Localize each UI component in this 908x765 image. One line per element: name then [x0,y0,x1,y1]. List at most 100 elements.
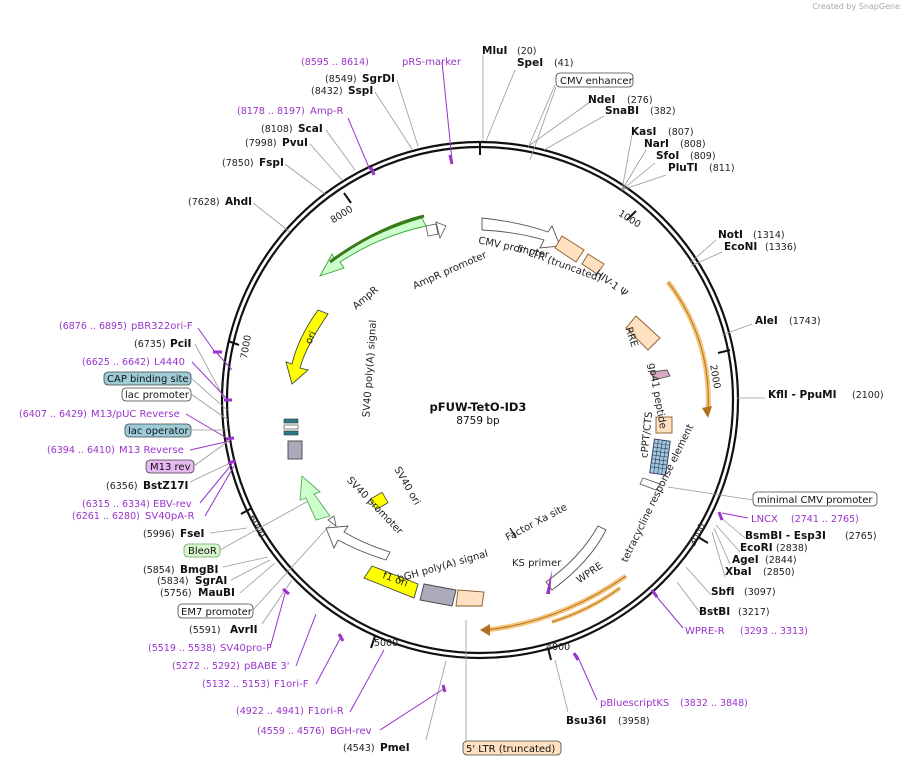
enzyme-sbfi: SbfI [711,586,735,598]
enzyme-pmei: PmeI [380,742,410,754]
enzyme-pmei-pos: (4543) [343,743,375,754]
enzyme-agei: AgeI [732,554,759,566]
box-cmv-enhancer: CMV enhancer [560,76,634,87]
enzyme-bstbi-pos: (3217) [738,607,770,618]
enzyme-ecori-pos: (2838) [776,543,808,554]
rre-box [625,315,661,351]
label-factor-xa: Factor Xa site [504,502,569,544]
enzyme-bsmbi-esp3i-pos: (2765) [845,531,877,542]
enzyme-snabi-pos: (382) [650,106,676,117]
orf-arc-1 [666,280,711,413]
primer-prs-marker: pRS-marker [402,57,462,68]
enzyme-spei: SpeI [517,57,543,69]
ks-primer-mark [546,570,552,594]
enzyme-fspi-pos: (7850) [222,158,254,169]
enzyme-maubi-pos: (5756) [160,588,192,599]
tick-2000: 2000 [707,364,722,390]
ori-arrow [285,309,329,385]
enzyme-nari: NarI [644,138,669,150]
primer-f1ori-f-range: (5132 .. 5153) [202,679,270,690]
primer-ebv-rev-range: (6315 .. 6334) [82,499,150,510]
enzyme-labels: MluI (20) SpeI (41) NdeI (276) SnaBI (38… [106,45,884,754]
enzyme-noti: NotI [718,229,743,241]
enzyme-sgrai-pos: (5834) [157,576,189,587]
ltr-3-box [455,589,485,607]
enzyme-bstbi: BstBI [699,606,730,618]
bleor-arrow [299,475,331,521]
enzyme-alei-pos: (1743) [789,316,821,327]
enzyme-kfli-ppumi-pos: (2100) [852,390,884,401]
primer-m13-reverse-range: (6394 .. 6410) [47,445,115,456]
primer-pbr322ori-f-range: (6876 .. 6895) [59,321,127,332]
enzyme-fsei-pos: (5996) [143,529,175,540]
box-m13-rev: M13 rev [150,462,191,473]
plasmid-length: 8759 bp [456,415,500,427]
enzyme-mlui-pos: (20) [517,46,537,57]
enzyme-pvui: PvuI [282,137,308,149]
ampr-arrow [319,217,427,277]
f1-ori-arrow [363,565,419,599]
enzyme-ecori: EcoRI [740,542,773,554]
enzyme-maubi: MauBI [198,587,235,599]
enzyme-mlui: MluI [482,45,507,57]
primer-f1ori-r: F1ori-R [308,706,344,717]
enzyme-sbfi-pos: (3097) [744,587,776,598]
box-cap-binding-site: CAP binding site [107,374,189,385]
tick-1000: 1000 [616,208,642,230]
tick-6000: 6000 [246,513,267,540]
box-lac-promoter: lac promoter [125,390,190,401]
snapgene-credit: Created by SnapGene [812,2,900,11]
enzyme-kasi-pos: (807) [668,127,694,138]
cppt-box [655,416,673,434]
enzyme-avrii: AvrII [230,624,258,636]
sv40-promoter-arrow [325,525,391,561]
primer-wpre-r: WPRE-R [685,626,725,637]
box-5ltr-truncated: 5' LTR (truncated) [466,744,555,755]
primer-m13-reverse: M13 Reverse [119,445,184,456]
enzyme-kasi: KasI [631,126,656,138]
boxed-labels: CMV enhancer minimal CMV promoter 5' LTR… [103,72,878,756]
label-ampr: AmpR [351,284,381,312]
enzyme-sgrai: SgrAI [195,575,227,587]
primer-m13puc-reverse-range: (6407 .. 6429) [19,409,87,420]
primer-pbr322ori-f: pBR322ori-F [131,321,193,332]
primer-f1ori-f: F1ori-F [274,679,309,690]
primer-wpre-r-range: (3293 .. 3313) [740,626,808,637]
primer-marks [213,154,724,693]
primer-bgh-rev: BGH-rev [330,726,372,737]
enzyme-scai: ScaI [298,123,323,135]
primer-ebv-rev: EBV-rev [153,499,192,510]
primer-pbabe3-range: (5272 .. 5292) [172,661,240,672]
primer-sv40pro-f-range: (5519 .. 5538) [148,643,216,654]
box-minimal-cmv-promoter: minimal CMV promoter [757,495,873,506]
enzyme-sspi-pos: (8432) [311,86,343,97]
enzyme-bmgbi: BmgBI [180,564,218,576]
enzyme-bsu36i-pos: (3958) [618,716,650,727]
gp41-box [650,369,671,381]
box-bleor: BleoR [188,546,217,557]
enzyme-ndei: NdeI [588,94,615,106]
primer-lncx: LNCX [751,514,778,525]
primer-sv40pa-r-range: (6261 .. 6280) [72,511,140,522]
primer-sv40pa-r: SV40pA-R [145,511,194,522]
enzyme-avrii-pos: (5591) [189,625,221,636]
label-sv40-ori: SV40 ori [392,465,423,507]
primer-sv40pro-f: SV40pro-F [220,643,272,654]
enzyme-bmgbi-pos: (5854) [143,565,175,576]
label-ori: ori [304,330,319,346]
primer-l4440: L4440 [154,357,185,368]
plasmid-name: pFUW-TetO-ID3 [430,400,527,414]
tick-3000: 3000 [687,522,708,549]
tick-7000: 7000 [239,334,254,360]
primer-m13puc-reverse: M13/pUC Reverse [91,409,180,420]
enzyme-econi: EcoNI [724,241,757,253]
enzyme-sgrdi: SgrDI [362,73,395,85]
lacp-mark [283,424,299,430]
enzyme-sfoi-pos: (809) [690,151,716,162]
primer-pbluescriptks-range: (3832 .. 3848) [680,698,748,709]
enzyme-xbai: XbaI [725,566,752,578]
lacop-mark [283,430,299,436]
enzyme-pluti-pos: (811) [709,163,735,174]
primer-labels: (8595 .. 8614) pRS-marker (8178 .. 8197)… [19,57,859,737]
enzyme-sspi: SspI [348,85,373,97]
